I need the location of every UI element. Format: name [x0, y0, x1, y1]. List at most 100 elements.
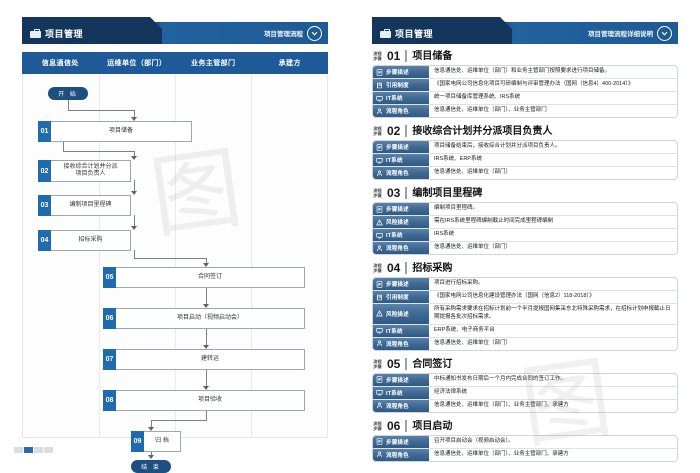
detail-row-label-cell: 流程角色	[373, 337, 429, 350]
flow-node-label: 招标采购	[78, 236, 103, 243]
detail-row-label-cell: 流程角色	[373, 399, 429, 412]
flow-node-label: 项目启动（视频启动会）	[176, 314, 243, 321]
right-header-right[interactable]: 项目管理流程详细说明	[588, 25, 672, 41]
section-title: 接收综合计划并分派项目负责人	[412, 126, 553, 137]
flow-connector	[63, 151, 134, 152]
detail-row-label-cell: 流程角色	[373, 105, 429, 117]
flow-connector	[68, 100, 69, 110]
flow-arrow	[131, 191, 137, 195]
detail-row-value: ERP系统、电子商务平台	[434, 326, 495, 333]
left-header-tab	[22, 17, 162, 44]
detail-row-label-cell: 步骤描述	[373, 66, 429, 78]
section-title: 项目启动	[412, 420, 453, 432]
detail-row-label: IT系统	[386, 233, 403, 239]
flow-connector	[206, 410, 207, 420]
page-dot-active[interactable]	[24, 447, 33, 453]
left-header-title: 项目管理	[30, 27, 83, 40]
flow-column-header: 业务主管部门	[191, 60, 236, 67]
flow-node-04[interactable]: 04 招标采购	[38, 230, 131, 251]
flow-canvas: 开 始 01 项目储备 02 接收综合计划并分派 项目负责人 03 编制项目里程…	[22, 74, 328, 473]
detail-row-label-cell: IT系统	[373, 324, 429, 337]
briefcase-icon	[30, 28, 41, 38]
detail-row-value: IRS系统、ERP系统	[434, 156, 482, 163]
detail-row-value: 信息通信处、运维单位（部门）和业务主管部门按照要求进行项目储备。	[434, 68, 611, 75]
flow-column-header: 承建方	[278, 60, 301, 67]
flow-node-07[interactable]: 07 建转运	[103, 349, 305, 370]
detail-row: 引用制度《国家电网公司信息化建设管理办法（国网（信息2）118-2018）》	[373, 290, 677, 303]
right-header-bar: 项目管理 项目管理流程详细说明	[372, 17, 678, 44]
chevron-down-circle-icon[interactable]	[307, 25, 322, 41]
left-header-bar: 项目管理 项目管理流程	[22, 17, 328, 44]
doc-icon	[376, 68, 383, 76]
left-header-right-label: 项目管理流程	[264, 31, 303, 38]
flow-node-end[interactable]: 结 束	[131, 460, 171, 473]
chevron-down-circle-icon[interactable]	[657, 25, 672, 41]
page-dot[interactable]	[44, 447, 53, 453]
book-icon	[376, 82, 383, 89]
section-kicker: 流程 步骤	[373, 421, 382, 431]
flow-node-label: 项目验收	[197, 396, 222, 403]
flow-arrow	[131, 117, 137, 121]
doc-icon	[376, 143, 383, 151]
detail-row: 流程角色信息通信处、运维单位（部门）、业务主管部门、承建方	[373, 398, 677, 412]
right-header-right-label: 项目管理流程详细说明	[588, 31, 653, 38]
right-header-title: 项目管理	[380, 27, 433, 40]
detail-row: 流程角色信息通信处、运维单位（部门）	[373, 241, 677, 254]
flow-node-05[interactable]: 05 合同签订	[103, 267, 305, 288]
flow-node-01[interactable]: 01 项目储备	[38, 121, 192, 142]
flow-connector	[134, 258, 206, 259]
flow-node-number: 05	[103, 267, 116, 288]
flow-node-number: 06	[103, 308, 116, 329]
detail-row-value: 信息通信处、运维单位（部门）、业务主管部门	[434, 107, 547, 114]
left-header-right[interactable]: 项目管理流程	[264, 25, 322, 41]
detail-row-label-cell: 流程角色	[373, 167, 429, 179]
doc-icon	[376, 205, 383, 213]
detail-row-label-cell: 流程角色	[373, 448, 429, 461]
flow-column-divider	[251, 74, 252, 437]
detail-row: 流程角色信息通信处、运维单位（部门）	[373, 336, 677, 350]
section-kicker: 流程 步骤	[373, 263, 382, 273]
flow-connector	[63, 142, 64, 151]
detail-row-value: IRS系统	[434, 231, 455, 238]
flow-column-divider	[99, 74, 100, 437]
flow-node-02[interactable]: 02 接收综合计划并分派 项目负责人	[38, 160, 131, 182]
detail-row-label: IT系统	[386, 328, 403, 335]
page-dot[interactable]	[34, 447, 43, 453]
right-header-tab	[372, 17, 512, 44]
detail-row: 风险描述所有采购需求要求在招标计划前一个半月提报国网集采东北特殊采购需求，在招标…	[373, 303, 677, 324]
flow-column-divider	[175, 74, 176, 437]
detail-row: IT系统统一项目储备库管理系统、IRS系统	[373, 91, 677, 104]
page-indicator[interactable]	[14, 447, 53, 453]
flow-node-number: 02	[38, 160, 51, 182]
flow-node-09[interactable]: 09 归 档	[131, 431, 181, 452]
detail-row-label-cell: 风险描述	[373, 304, 429, 324]
detail-row-label: 步骤描述	[386, 145, 409, 151]
section-title: 项目储备	[412, 51, 453, 62]
flow-node-06[interactable]: 06 项目启动（视频启动会）	[103, 308, 305, 329]
page-root: 项目管理 项目管理流程 信息通信处 运维单位（部门） 业务主管部门 承建方	[14, 17, 678, 473]
detail-row-value: 统一项目储备库管理系统、IRS系统	[434, 94, 521, 101]
flow-arrow	[131, 226, 137, 230]
doc-icon	[376, 280, 383, 288]
detail-row-label-cell: 引用制度	[373, 291, 429, 303]
detail-row-label-cell: 步骤描述	[373, 373, 429, 386]
flow-node-label: 合同签订	[197, 273, 222, 280]
detail-row-value: 信息通信处、运维单位（部门）	[434, 244, 512, 251]
detail-row-label-cell: IT系统	[373, 154, 429, 166]
flow-node-03[interactable]: 03 编制项目里程碑	[38, 195, 131, 216]
flow-node-label: 接收综合计划并分派 项目负责人	[63, 163, 118, 178]
flow-node-08[interactable]: 08 项目验收	[103, 390, 305, 411]
flow-connector	[206, 328, 207, 347]
section-kicker: 流程 步骤	[373, 51, 382, 61]
monitor-icon	[376, 157, 383, 164]
detail-row: IT系统 ERP系统、电子商务平台	[373, 323, 677, 337]
flow-arrow	[148, 427, 154, 431]
flow-connector	[151, 420, 207, 421]
warn-icon	[376, 218, 383, 226]
page-dot[interactable]	[14, 447, 23, 453]
detail-row: 步骤描述编制项目里程碑。	[373, 203, 677, 215]
flow-node-start[interactable]: 开 始	[48, 87, 88, 100]
person-icon	[376, 340, 383, 347]
